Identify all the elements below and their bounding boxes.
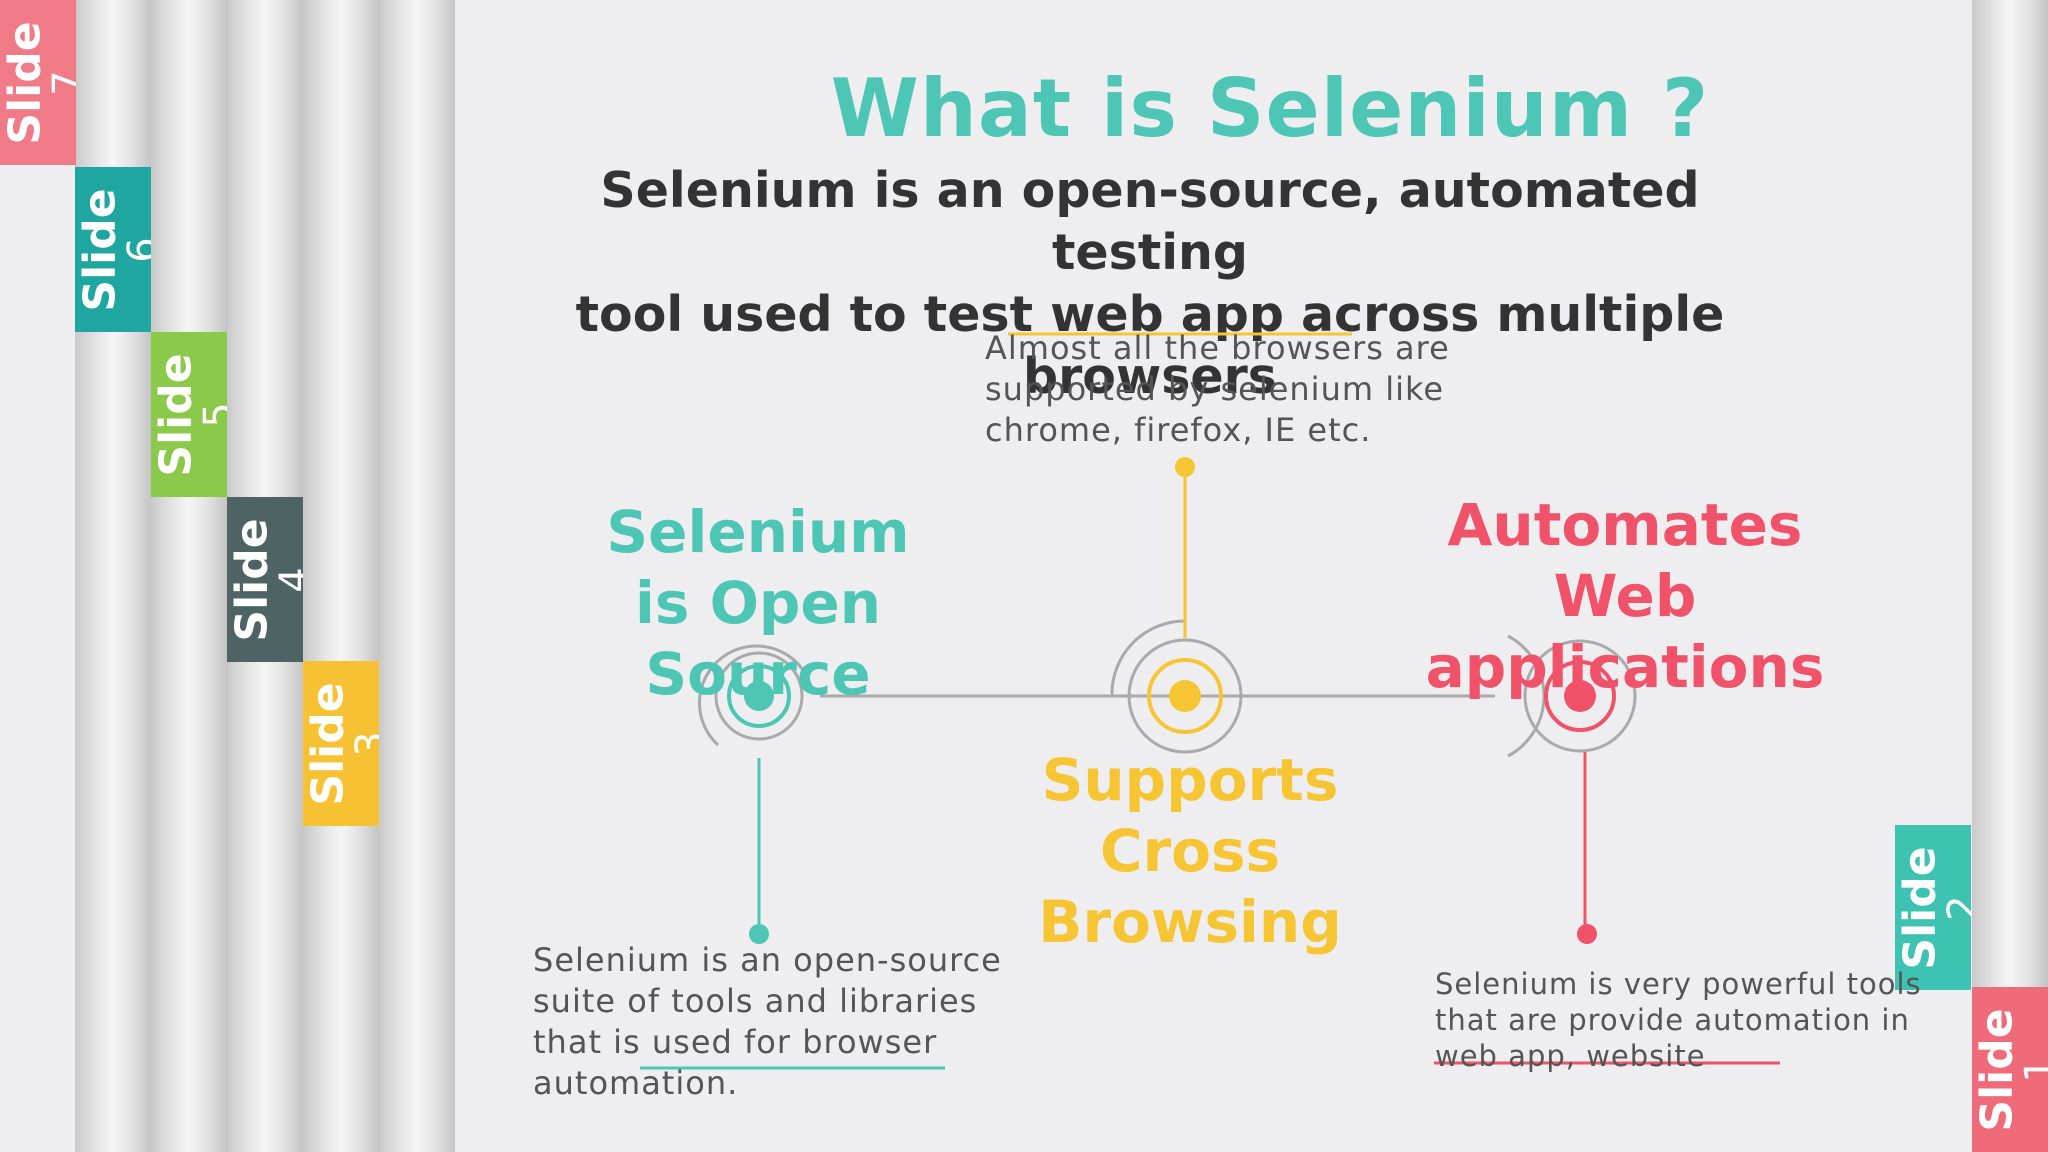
description-cross-browsing: Almost all the browsers are supported by… bbox=[985, 328, 1505, 451]
label-line: applications bbox=[1425, 633, 1825, 701]
desc-line: that are provide automation in bbox=[1435, 1003, 1910, 1037]
slide-tab-4[interactable]: Slide 4 bbox=[227, 497, 303, 662]
label-line: Supports bbox=[1041, 746, 1339, 814]
point-label-open-source: Selenium is Open Source bbox=[578, 497, 938, 710]
label-line: Browsing bbox=[1038, 888, 1342, 956]
desc-line: web app, website bbox=[1435, 1039, 1706, 1073]
description-open-source: Selenium is an open-source suite of tool… bbox=[533, 940, 1033, 1104]
desc-line: Selenium is very powerful tools bbox=[1435, 967, 1922, 1001]
node-open-source bbox=[698, 644, 814, 944]
page-subtitle: Selenium is an open-source, automated te… bbox=[500, 160, 1800, 408]
desc-line: automation. bbox=[533, 1064, 739, 1102]
label-line: Selenium bbox=[606, 498, 910, 566]
page-title: What is Selenium ? bbox=[830, 62, 1710, 155]
slide-tab-2[interactable]: Slide 2 bbox=[1895, 825, 1971, 990]
label-line: Web bbox=[1553, 562, 1697, 630]
divider-stripe bbox=[151, 0, 227, 1152]
description-automates-web: Selenium is very powerful tools that are… bbox=[1435, 966, 1955, 1074]
desc-line: suite of tools and libraries bbox=[533, 982, 978, 1020]
subtitle-line: tool used to test web app across multipl… bbox=[575, 286, 1725, 405]
label-line: Cross bbox=[1099, 817, 1281, 885]
desc-line: Almost all the browsers are bbox=[985, 329, 1450, 367]
subtitle-line: Selenium is an open-source, automated te… bbox=[600, 162, 1700, 281]
node-automates-web bbox=[1507, 634, 1637, 944]
divider-stripe bbox=[379, 0, 455, 1152]
node-cross-browsing bbox=[1110, 457, 1243, 754]
divider-stripe bbox=[1972, 0, 2048, 1152]
slide-tab-5[interactable]: Slide 5 bbox=[151, 332, 227, 497]
label-line: is Open bbox=[634, 569, 882, 637]
label-line: Automates bbox=[1447, 491, 1803, 559]
slide-tab-6[interactable]: Slide 6 bbox=[75, 167, 151, 332]
point-label-automates-web: Automates Web applications bbox=[1420, 490, 1830, 703]
desc-line: that is used for browser bbox=[533, 1023, 938, 1061]
desc-line: supported by selenium like bbox=[985, 370, 1445, 408]
divider-stripe bbox=[303, 0, 379, 1152]
label-line: Source bbox=[645, 640, 871, 708]
slide-tab-3[interactable]: Slide 3 bbox=[303, 661, 379, 826]
desc-line: Selenium is an open-source bbox=[533, 941, 1002, 979]
desc-line: chrome, firefox, IE etc. bbox=[985, 411, 1372, 449]
point-label-cross-browsing: Supports Cross Browsing bbox=[1000, 745, 1380, 958]
slide-tab-1[interactable]: Slide 1 bbox=[1972, 987, 2048, 1152]
slide-tab-7[interactable]: Slide 7 bbox=[0, 0, 76, 165]
